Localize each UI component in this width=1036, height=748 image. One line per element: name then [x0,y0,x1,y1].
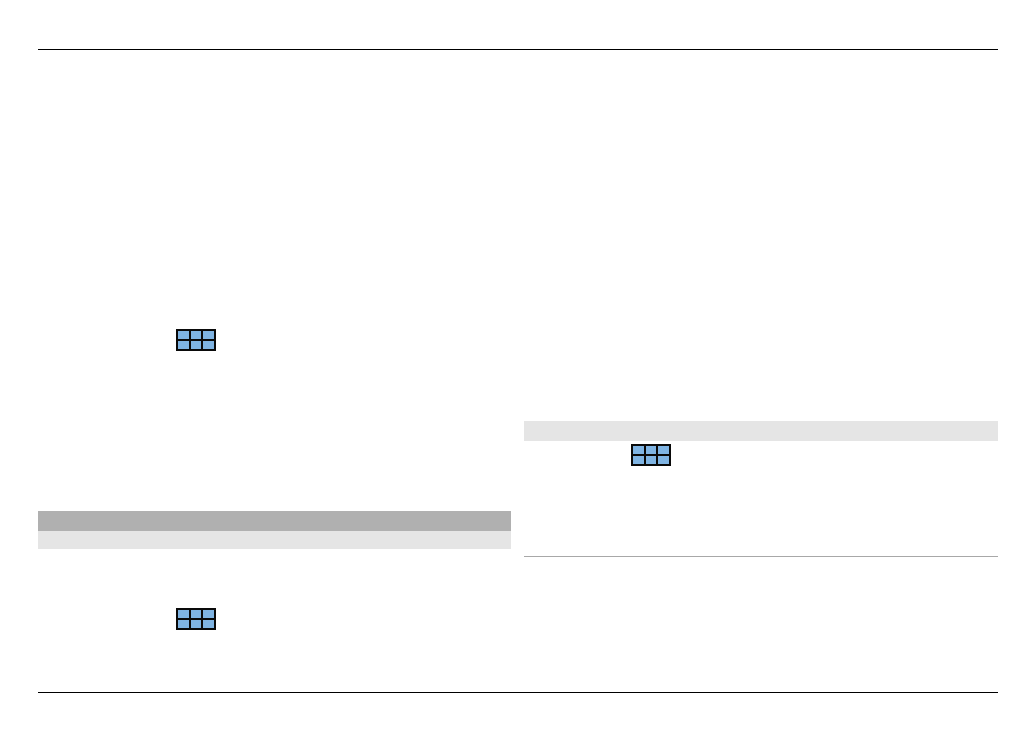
section-divider [524,556,998,557]
menu-icon [631,444,671,466]
footer-rule [38,692,998,693]
subsection-heading-bar [38,531,511,549]
header-rule [38,49,998,50]
menu-icon [176,608,216,630]
subsection-heading-bar [524,421,998,441]
menu-icon [176,329,216,351]
section-heading-bar [38,511,511,531]
